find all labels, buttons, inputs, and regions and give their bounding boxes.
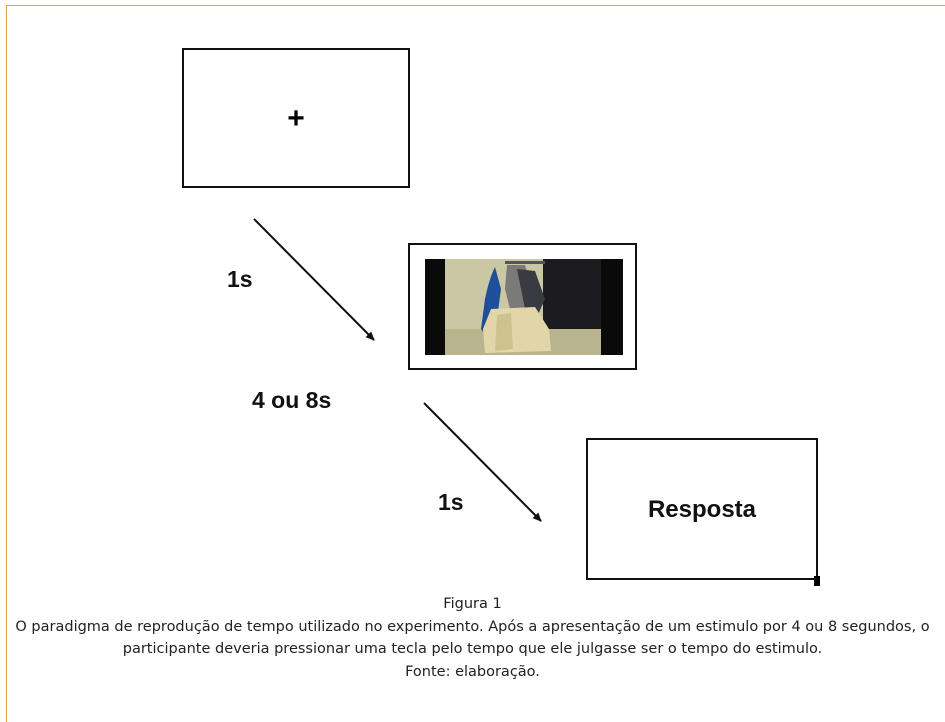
- interval-label-fixation: 1s: [227, 266, 253, 292]
- response-label: Resposta: [647, 496, 757, 523]
- interval-label-stimulus: 4 ou 8s: [252, 387, 332, 413]
- stimulus-screen: [408, 243, 637, 370]
- interval-label-response: 1s: [438, 489, 464, 515]
- figure-caption: Figura 1 O paradigma de reprodução de te…: [0, 593, 945, 683]
- timeline-arrows: [253, 218, 542, 522]
- clothes-rack-image: [425, 259, 623, 355]
- response-screen: Resposta: [586, 438, 820, 586]
- response-screen-bottom-edge: [587, 578, 817, 580]
- fixation-screen: +: [182, 48, 410, 188]
- caption-title: Figura 1: [443, 596, 502, 612]
- stimulus-photo: [425, 259, 623, 355]
- caption-text: O paradigma de reprodução de tempo utili…: [15, 618, 930, 658]
- caption-source: Fonte: elaboração.: [405, 663, 540, 680]
- fixation-cross: +: [287, 102, 305, 135]
- figure-frame: [6, 5, 945, 722]
- arrow-fixation-to-stimulus: [253, 218, 375, 341]
- trial-diagram: + Resposta: [182, 48, 820, 586]
- arrow-stimulus-to-response: [423, 402, 542, 522]
